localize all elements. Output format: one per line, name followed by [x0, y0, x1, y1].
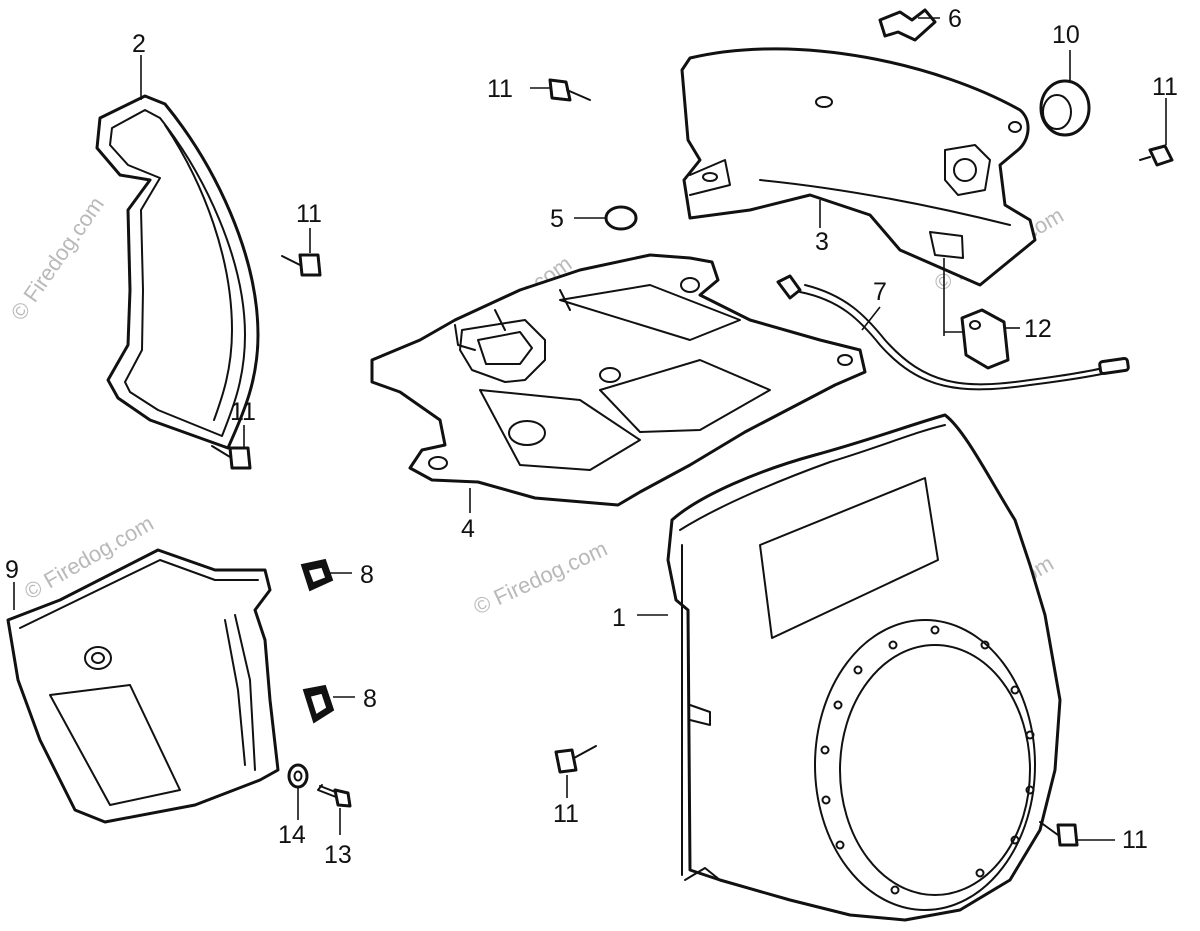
- callout-11-bottom-center: 11: [553, 800, 579, 828]
- callout-6: 6: [948, 5, 962, 33]
- watermark-center: © Firedog.com: [470, 536, 612, 620]
- part-8-grommet-upper: [300, 558, 334, 592]
- callout-7: 7: [873, 278, 887, 306]
- part-12-bracket: [960, 308, 1010, 370]
- callout-8-lower: 8: [363, 685, 377, 713]
- callout-9: 9: [5, 556, 19, 584]
- part-8-grommet-lower: [302, 684, 335, 724]
- callout-labels: 1 2 3 4 5 6 7 8 8 9 10 11 11 11 11 11 11…: [5, 5, 1178, 869]
- part-4-base-plate: [370, 253, 867, 507]
- watermark-left: © Firedog.com: [6, 192, 109, 325]
- part-11-bolt-top: [548, 78, 591, 102]
- part-11-bolt-bottom-right: [1039, 821, 1079, 847]
- callout-13: 13: [324, 841, 352, 869]
- callout-5: 5: [550, 205, 564, 233]
- part-11-bolt-bottom-center: [554, 745, 597, 774]
- callout-12: 12: [1024, 315, 1052, 343]
- callout-11-bottom-right: 11: [1122, 826, 1148, 854]
- callout-11-right-top: 11: [1152, 73, 1178, 101]
- part-9-cylinder-cover: [6, 548, 280, 824]
- part-3-upper-shroud: [680, 47, 1037, 287]
- callout-4: 4: [461, 515, 475, 543]
- part-2-side-baffle: [95, 94, 260, 450]
- part-1-fan-cover: [666, 413, 1062, 922]
- part-14-washer: [287, 763, 309, 789]
- callout-1: 1: [612, 604, 626, 632]
- callout-11-upper-left: 11: [296, 200, 322, 228]
- leader-lines: [13, 17, 1167, 841]
- part-5-rubber-cap: [604, 205, 638, 231]
- callout-3: 3: [815, 228, 829, 256]
- callout-14: 14: [278, 821, 306, 849]
- callout-2: 2: [132, 30, 146, 58]
- part-11-bolt-upper-left: [281, 253, 322, 277]
- part-11-bolt-right-top: [1139, 144, 1174, 167]
- part-6-clip: [878, 8, 937, 42]
- part-7-wire-lead: [776, 274, 1130, 391]
- callout-11-top: 11: [487, 75, 513, 103]
- callout-10: 10: [1052, 21, 1080, 49]
- fan-cover-holes: [820, 625, 1035, 895]
- part-11-bolt-mid-left: [211, 445, 252, 470]
- part-10-grommet: [1039, 79, 1091, 137]
- part-13-bolt: [317, 784, 352, 808]
- callout-11-mid-left: 11: [230, 398, 256, 426]
- callout-8-upper: 8: [360, 561, 374, 589]
